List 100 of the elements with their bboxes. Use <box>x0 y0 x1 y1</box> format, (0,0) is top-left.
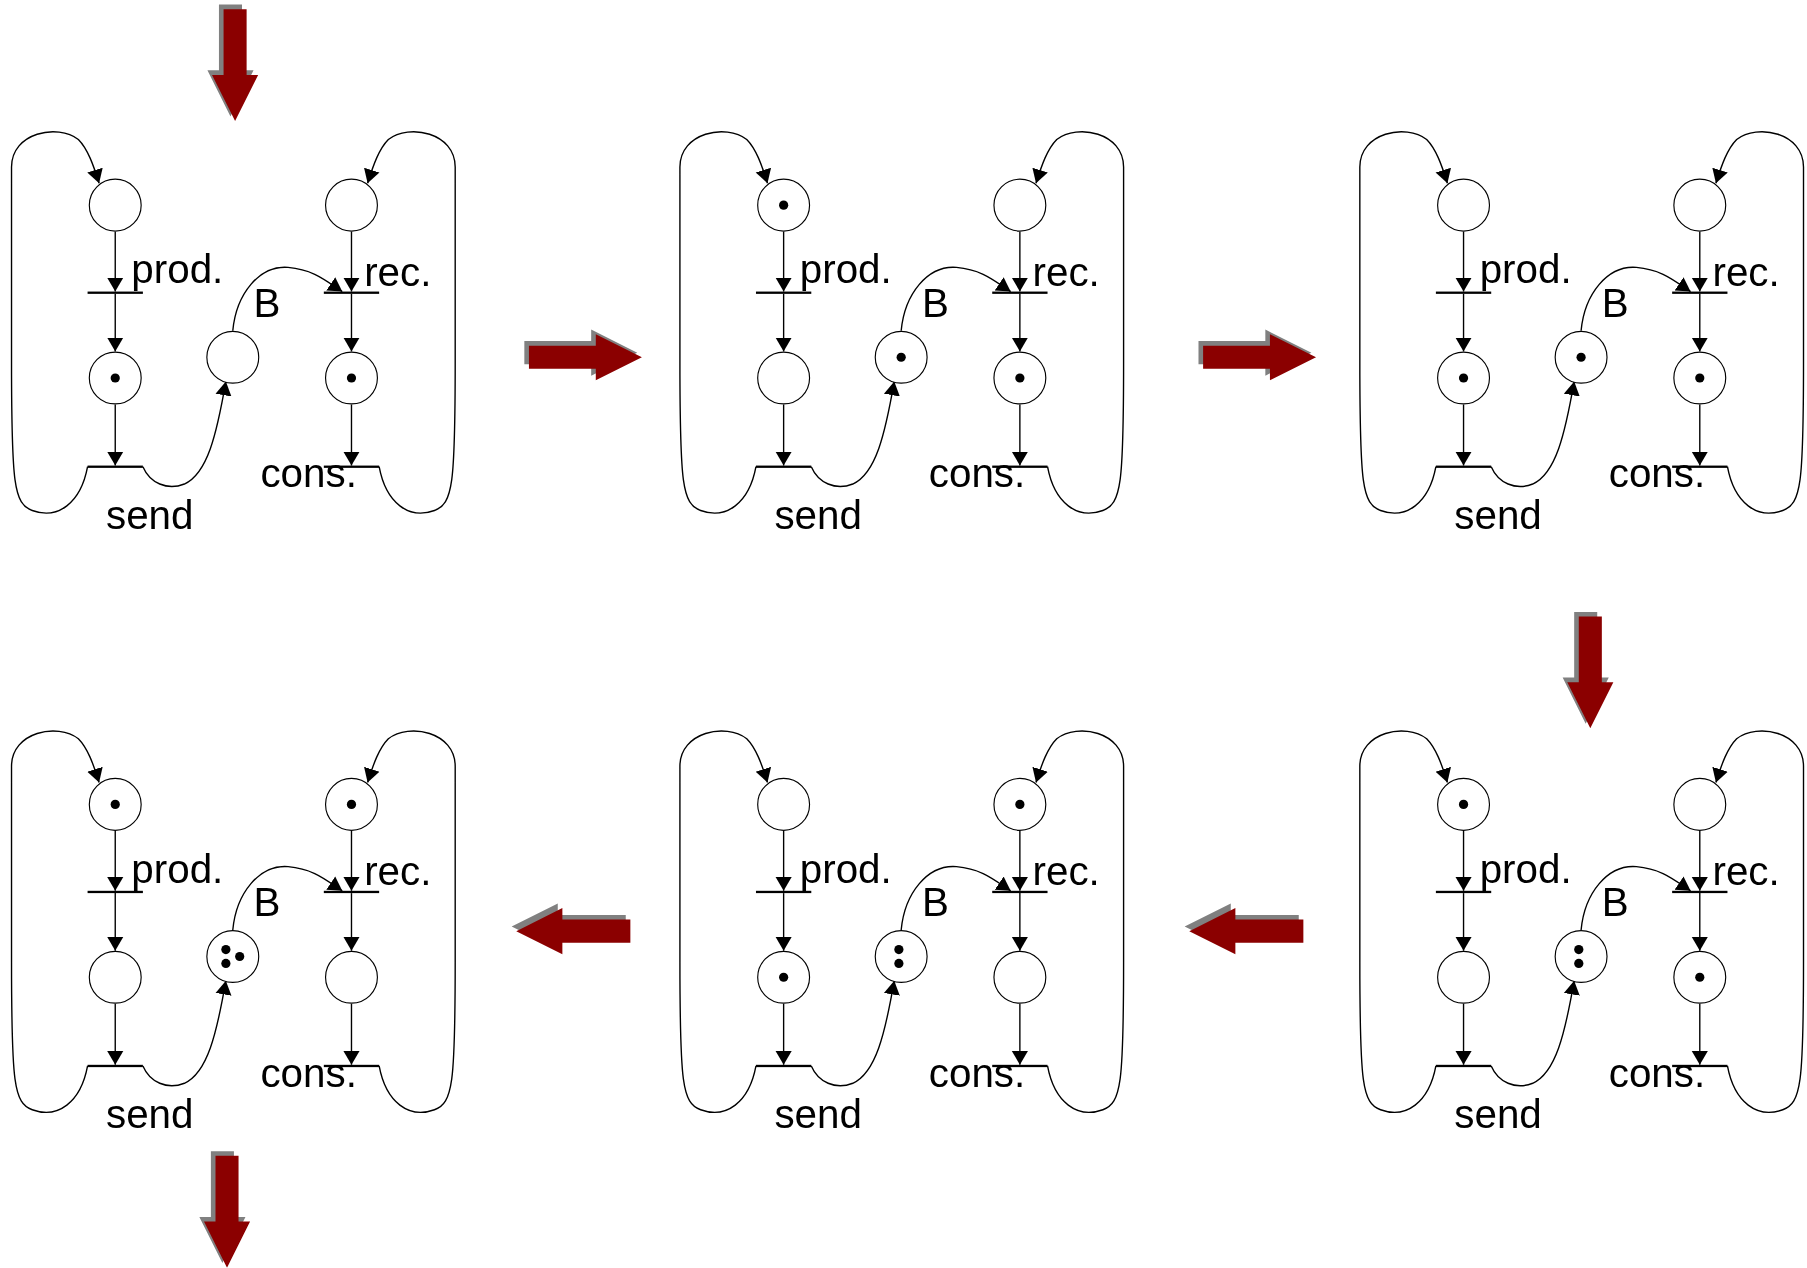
transition-bar <box>87 465 143 468</box>
arc-arrow <box>1691 830 1708 892</box>
transition-label: prod. <box>131 848 224 889</box>
arc-arrow <box>107 403 124 467</box>
place-circle <box>874 930 928 983</box>
place-circle <box>993 178 1047 232</box>
place-label: B <box>253 881 281 922</box>
transition-label: rec. <box>1712 251 1780 292</box>
arc-arrow <box>1359 730 1451 1113</box>
arc-arrow <box>1490 380 1580 488</box>
transition-label: cons. <box>1608 452 1706 494</box>
transition-bar <box>1435 890 1492 894</box>
arc-arrow <box>1490 980 1580 1087</box>
arc-arrow <box>107 293 124 353</box>
transition-label: rec. <box>364 251 432 292</box>
arc-arrow <box>1691 892 1708 952</box>
place-label: B <box>921 881 949 922</box>
arc-arrow <box>1712 730 1805 1113</box>
arc-arrow <box>1011 1003 1028 1066</box>
place-circle <box>325 178 378 232</box>
arc-arrow <box>232 865 343 931</box>
transition-bar <box>755 890 812 894</box>
arc-arrow <box>1011 293 1028 353</box>
transition-bar <box>1435 1064 1492 1068</box>
transition-bar <box>87 291 143 294</box>
token-dot <box>779 972 789 982</box>
transition-label: prod. <box>1479 248 1572 290</box>
token-dot <box>110 373 120 383</box>
arc-arrow <box>810 380 900 488</box>
transition-bar <box>755 1064 812 1068</box>
transition-bar <box>992 291 1048 294</box>
arc-arrow <box>1691 293 1708 353</box>
place-circle <box>993 950 1047 1004</box>
arc-arrow <box>1455 230 1472 293</box>
arc-arrow <box>1455 830 1472 892</box>
token-dot <box>1015 373 1025 383</box>
transition-bar <box>323 890 380 894</box>
token-dot <box>1574 958 1584 968</box>
transition-label: send <box>106 494 194 535</box>
arc-arrow <box>900 865 1012 931</box>
transition-label: cons. <box>928 452 1026 494</box>
token-dot <box>894 944 904 955</box>
place-circle <box>1673 950 1727 1004</box>
token-dot <box>894 958 904 968</box>
arc-arrow <box>775 1003 792 1066</box>
place-circle <box>993 351 1047 405</box>
place-circle <box>1673 777 1727 831</box>
arc-arrow <box>1455 892 1472 952</box>
arc-arrow <box>775 403 792 467</box>
token-dot <box>235 951 245 962</box>
arc-arrow <box>1032 730 1125 1113</box>
arc-arrow <box>364 131 456 514</box>
place-circle <box>88 777 142 831</box>
transition-label: cons. <box>260 452 357 494</box>
transition-label: prod. <box>131 248 224 290</box>
arc-arrow <box>1359 131 1451 514</box>
arc-arrow <box>142 980 232 1087</box>
arc-arrow <box>1455 403 1472 467</box>
transition-label: send <box>1454 1093 1542 1134</box>
transition-bar <box>87 890 143 894</box>
arc-arrow <box>1011 230 1028 293</box>
token-dot <box>221 958 231 968</box>
token-dot <box>1458 373 1469 383</box>
transition-bar <box>755 291 812 294</box>
arc-arrow <box>775 293 792 353</box>
place-circle <box>206 930 260 983</box>
arc-arrow <box>343 403 360 467</box>
token-dot <box>1695 972 1705 982</box>
token-dot <box>346 373 357 383</box>
arc-arrow <box>343 830 360 892</box>
token-dot <box>1695 373 1705 383</box>
arc-arrow <box>1455 1003 1472 1066</box>
place-circle <box>757 351 811 405</box>
arc-arrow <box>1032 131 1125 514</box>
transition-bar <box>755 465 812 468</box>
arc-arrow <box>107 830 124 892</box>
arc-arrow <box>343 230 360 293</box>
place-circle <box>1554 930 1608 983</box>
arc-arrow <box>1712 131 1805 514</box>
arc-arrow <box>142 380 232 488</box>
arc-arrow <box>107 1003 124 1066</box>
arc-arrow <box>10 730 103 1113</box>
arc-arrow <box>1580 865 1692 931</box>
arc-arrow <box>107 230 124 293</box>
token-dot <box>221 944 231 955</box>
place-label: B <box>253 282 281 323</box>
transition-bar <box>1672 890 1728 894</box>
token-dot <box>896 352 906 362</box>
transition-label: rec. <box>364 850 432 891</box>
place-circle <box>1437 777 1491 831</box>
arc-arrow <box>1011 830 1028 892</box>
transition-label: cons. <box>928 1052 1026 1093</box>
arc-arrow <box>107 892 124 952</box>
place-circle <box>325 351 378 405</box>
transition-label: send <box>774 494 862 535</box>
transition-bar <box>992 890 1048 894</box>
arc-arrow <box>679 730 771 1113</box>
transition-label: prod. <box>1479 848 1572 889</box>
transition-label: send <box>106 1093 194 1134</box>
transition-label: send <box>774 1093 862 1134</box>
